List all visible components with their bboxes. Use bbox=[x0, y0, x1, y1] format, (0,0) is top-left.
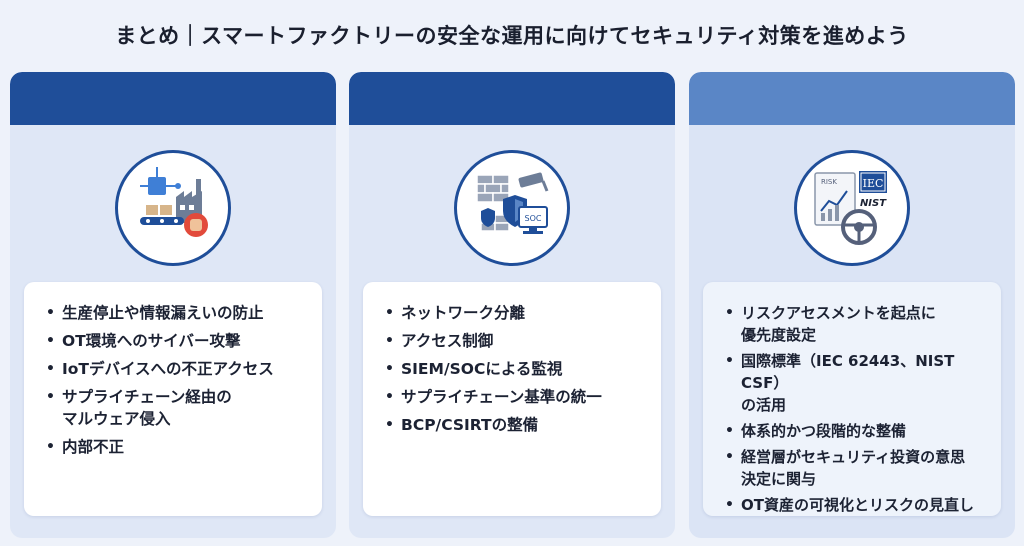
list-item: 内部不正 bbox=[46, 436, 310, 458]
column-approach: RISK IEC NIST リスクアセスメントを起点に 優先度設定 国際標準（I… bbox=[689, 72, 1015, 538]
list-item: アクセス制御 bbox=[385, 330, 649, 352]
list-item: SIEM/SOCによる監視 bbox=[385, 358, 649, 380]
soc-label: SOC bbox=[525, 214, 542, 223]
list-item: OT環境へのサイバー攻撃 bbox=[46, 330, 310, 352]
list-item: 生産停止や情報漏えいの防止 bbox=[46, 302, 310, 324]
column-measures: SOC ネットワーク分離 アクセス制御 SIEM/SOCによる監視 サプライチェ… bbox=[349, 72, 675, 538]
column-header-bar bbox=[349, 72, 675, 125]
column-header-bar bbox=[10, 72, 336, 125]
list-item: ネットワーク分離 bbox=[385, 302, 649, 324]
list-item: リスクアセスメントを起点に 優先度設定 bbox=[725, 302, 989, 346]
list-item: 経営層がセキュリティ投資の意思 決定に関与 bbox=[725, 446, 989, 490]
page-title: まとめ｜スマートファクトリーの安全な運用に向けてセキュリティ対策を進めよう bbox=[115, 24, 909, 48]
risk-standards-icon: RISK IEC NIST bbox=[794, 150, 910, 266]
column-header-bar bbox=[689, 72, 1015, 125]
threats-panel: 生産停止や情報漏えいの防止 OT環境へのサイバー攻撃 IoTデバイスへの不正アク… bbox=[24, 282, 322, 516]
list-item: OT資産の可視化とリスクの見直し bbox=[725, 494, 989, 516]
risk-label: RISK bbox=[821, 178, 837, 186]
column-threats: 生産停止や情報漏えいの防止 OT環境へのサイバー攻撃 IoTデバイスへの不正アク… bbox=[10, 72, 336, 538]
list-item: 国際標準（IEC 62443、NIST CSF） の活用 bbox=[725, 350, 989, 416]
iec-label: IEC bbox=[863, 177, 884, 190]
list-item: サプライチェーン経由の マルウェア侵入 bbox=[46, 386, 310, 430]
list-item: 体系的かつ段階的な整備 bbox=[725, 420, 989, 442]
factory-threat-icon bbox=[115, 150, 231, 266]
list-item: BCP/CSIRTの整備 bbox=[385, 414, 649, 436]
nist-label: NIST bbox=[860, 198, 887, 209]
list-item: サプライチェーン基準の統一 bbox=[385, 386, 649, 408]
approach-panel: リスクアセスメントを起点に 優先度設定 国際標準（IEC 62443、NIST … bbox=[703, 282, 1001, 516]
security-soc-icon: SOC bbox=[454, 150, 570, 266]
measures-panel: ネットワーク分離 アクセス制御 SIEM/SOCによる監視 サプライチェーン基準… bbox=[363, 282, 661, 516]
list-item: IoTデバイスへの不正アクセス bbox=[46, 358, 310, 380]
